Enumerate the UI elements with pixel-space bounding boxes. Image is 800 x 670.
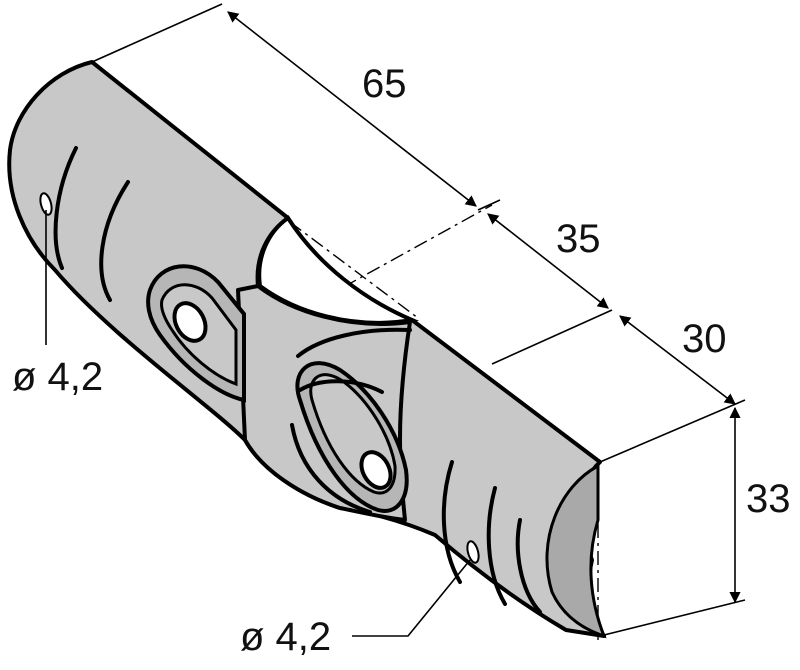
- right-hole-diameter-label: ø 4,2: [240, 615, 331, 659]
- overall-length-label: 65: [362, 62, 407, 106]
- right-end-inner-surface: [545, 463, 607, 639]
- extension-lines: [91, 3, 746, 637]
- end-length-label: 30: [682, 317, 727, 361]
- right-slot-hole: [359, 450, 393, 490]
- right-pin-hole: [466, 540, 480, 564]
- dimension-lines: [227, 11, 741, 604]
- center-length-label: 35: [556, 217, 601, 261]
- left-slot-hole: [172, 301, 208, 343]
- connector-part: [7, 60, 607, 639]
- hole-leaders: [45, 210, 471, 637]
- surface-grooves: [53, 146, 542, 614]
- height-label: 33: [746, 477, 791, 521]
- left-hole-diameter-label: ø 4,2: [12, 355, 103, 399]
- left-pin-hole: [39, 192, 53, 216]
